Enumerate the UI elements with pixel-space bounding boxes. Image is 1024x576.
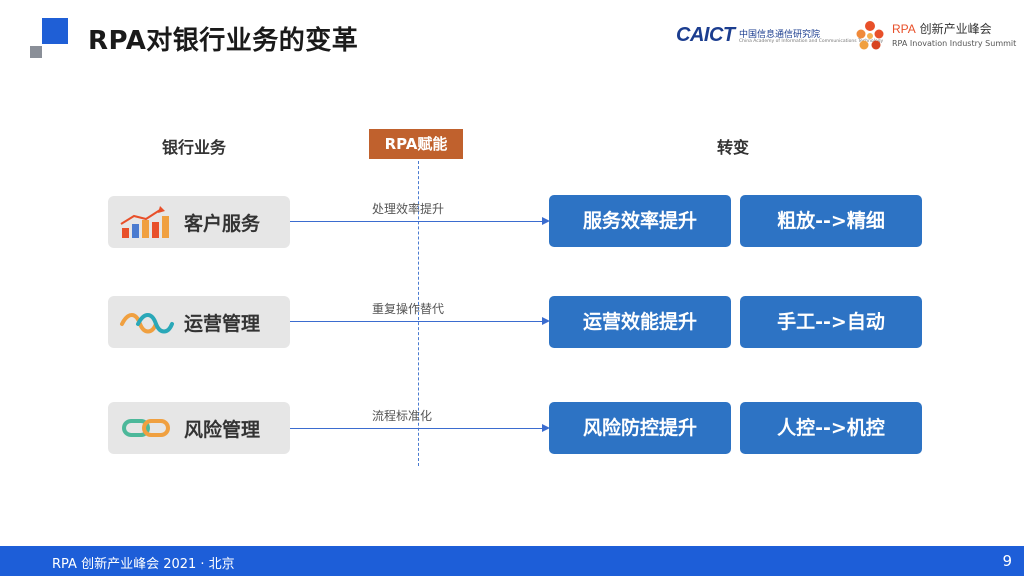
- connector-label: 处理效率提升: [372, 202, 445, 216]
- gray-square-mark: [30, 46, 42, 58]
- result-box: 风险防控提升: [549, 402, 731, 454]
- caict-cn-name: 中国信息通信研究院: [739, 30, 821, 40]
- caict-en-name: China Academy of Information and Communi…: [739, 39, 884, 44]
- summit-flower-icon: [856, 21, 884, 50]
- connector-arrow: [290, 424, 550, 432]
- bar-chart-icon: [120, 206, 169, 238]
- business-box-operations: 运营管理: [108, 296, 290, 348]
- connector-arrow: [290, 317, 550, 325]
- arrow-head-icon: [542, 217, 550, 225]
- business-box-risk: 风险管理: [108, 402, 290, 454]
- blue-square-mark: [42, 18, 68, 44]
- result-box: 运营效能提升: [549, 296, 731, 348]
- summit-logo: RPA 创新产业峰会 RPA Inovation Industry Summit: [852, 18, 1022, 54]
- footer-bar: RPA 创新产业峰会 2021 · 北京 9: [0, 546, 1024, 576]
- title-decoration: [30, 18, 70, 58]
- business-label: 客户服务: [184, 213, 261, 235]
- shift-box: 人控-->机控: [740, 402, 922, 454]
- summit-cn-name: RPA 创新产业峰会: [892, 20, 992, 37]
- business-label: 风险管理: [184, 419, 261, 441]
- col-header-business: 银行业务: [162, 138, 227, 157]
- arrow-head-icon: [542, 424, 550, 432]
- caict-wordmark: CAICT: [676, 24, 735, 46]
- page-number: 9: [1002, 552, 1012, 570]
- footer-text: RPA 创新产业峰会 2021 · 北京: [52, 557, 235, 572]
- wave-chain-icon: [120, 313, 174, 334]
- summit-en-name: RPA Inovation Industry Summit: [892, 39, 1017, 48]
- summit-rpa-text: RPA: [892, 22, 916, 36]
- shift-box: 手工-->自动: [740, 296, 922, 348]
- summit-cn-text: 创新产业峰会: [919, 22, 992, 36]
- shift-box: 粗放-->精细: [740, 195, 922, 247]
- rpa-badge: RPA赋能: [369, 129, 463, 159]
- page-title: RPA对银行业务的变革: [88, 26, 359, 56]
- connector-label: 重复操作替代: [372, 302, 445, 316]
- business-box-customer-service: 客户服务: [108, 196, 290, 248]
- result-box: 服务效率提升: [549, 195, 731, 247]
- business-label: 运营管理: [184, 313, 261, 335]
- connector-label: 流程标准化: [372, 409, 433, 423]
- connector-arrow: [290, 217, 550, 225]
- col-header-change: 转变: [717, 138, 750, 157]
- link-icon: [122, 419, 170, 437]
- dashed-divider: [418, 161, 419, 466]
- arrow-head-icon: [542, 317, 550, 325]
